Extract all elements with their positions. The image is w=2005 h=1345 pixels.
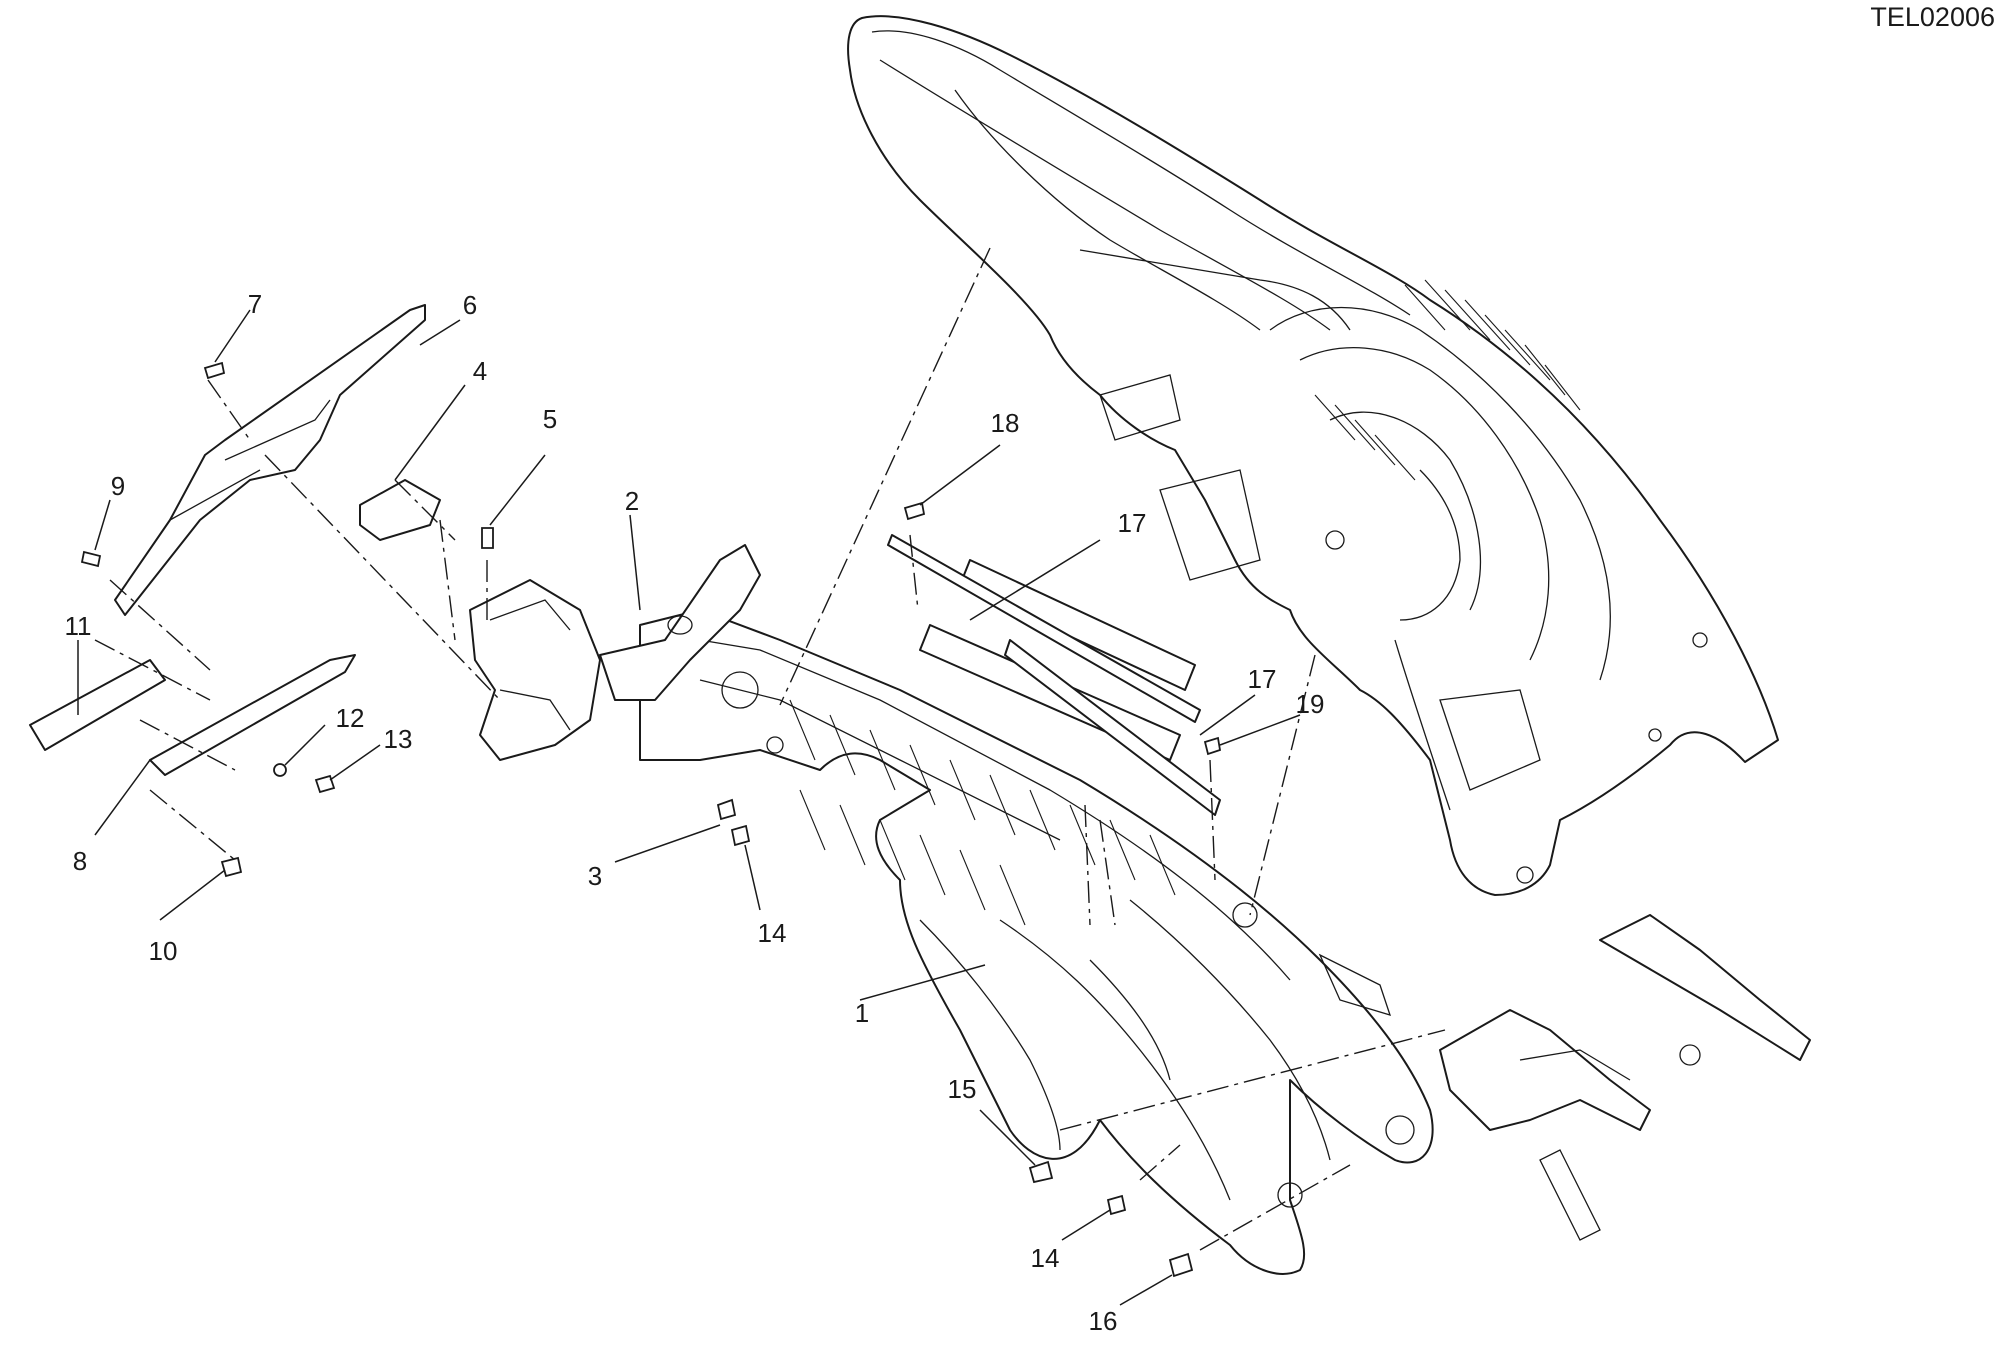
seat-tail-cover: [847, 15, 1779, 896]
light-bracket: [469, 579, 601, 761]
leader-lines: [77, 309, 1301, 1306]
plate-11: [29, 659, 166, 751]
callout-17b: 17: [1248, 664, 1277, 694]
screw-14b-icon: [1106, 1194, 1127, 1216]
nut-10-icon: [220, 856, 243, 878]
callout-1: 1: [855, 998, 869, 1028]
callout-14b: 14: [1031, 1243, 1060, 1273]
callout-17a: 17: [1118, 508, 1147, 538]
side-strips: [887, 534, 1221, 816]
callout-numbers: 1 2 3 4 5 6 7 8 9 10 11 12 13 14 14 15 1…: [65, 289, 1325, 1336]
callout-9: 9: [111, 471, 125, 501]
screw-16-icon: [1168, 1252, 1194, 1278]
callout-11: 11: [65, 611, 92, 641]
washer-12-icon: [273, 763, 287, 777]
screw-18-icon: [903, 501, 926, 521]
bracket-8: [149, 654, 356, 776]
screw-15-icon: [1028, 1160, 1054, 1184]
callout-19: 19: [1296, 689, 1325, 719]
callout-14a: 14: [758, 918, 787, 948]
callout-3: 3: [588, 861, 602, 891]
callout-15: 15: [948, 1074, 977, 1104]
callout-2: 2: [625, 486, 639, 516]
screw-9-icon: [80, 550, 102, 568]
callout-4: 4: [473, 356, 487, 386]
callout-12: 12: [336, 703, 365, 733]
rear-mudguard-assembly: [639, 609, 1434, 1275]
screw-3-icon: [716, 798, 737, 821]
callout-5: 5: [543, 404, 557, 434]
assembly-center-lines: [94, 247, 1446, 1251]
screw-14a-icon: [730, 824, 751, 847]
callout-16: 16: [1089, 1306, 1118, 1336]
module-4: [359, 479, 441, 541]
frame-section: [1439, 914, 1811, 1241]
callout-10: 10: [149, 936, 178, 966]
screw-19-icon: [1203, 736, 1222, 756]
screw-7-icon: [203, 361, 226, 380]
callout-13: 13: [384, 724, 413, 754]
nut-13-icon: [314, 774, 336, 794]
bracket-2: [599, 544, 761, 701]
screw-5-icon: [481, 527, 494, 549]
callout-8: 8: [73, 846, 87, 876]
drawing-code: TEL02006: [1870, 2, 1995, 32]
fasteners: [80, 361, 1222, 1278]
callout-18: 18: [991, 408, 1020, 438]
callout-7: 7: [248, 289, 262, 319]
callout-6: 6: [463, 290, 477, 320]
